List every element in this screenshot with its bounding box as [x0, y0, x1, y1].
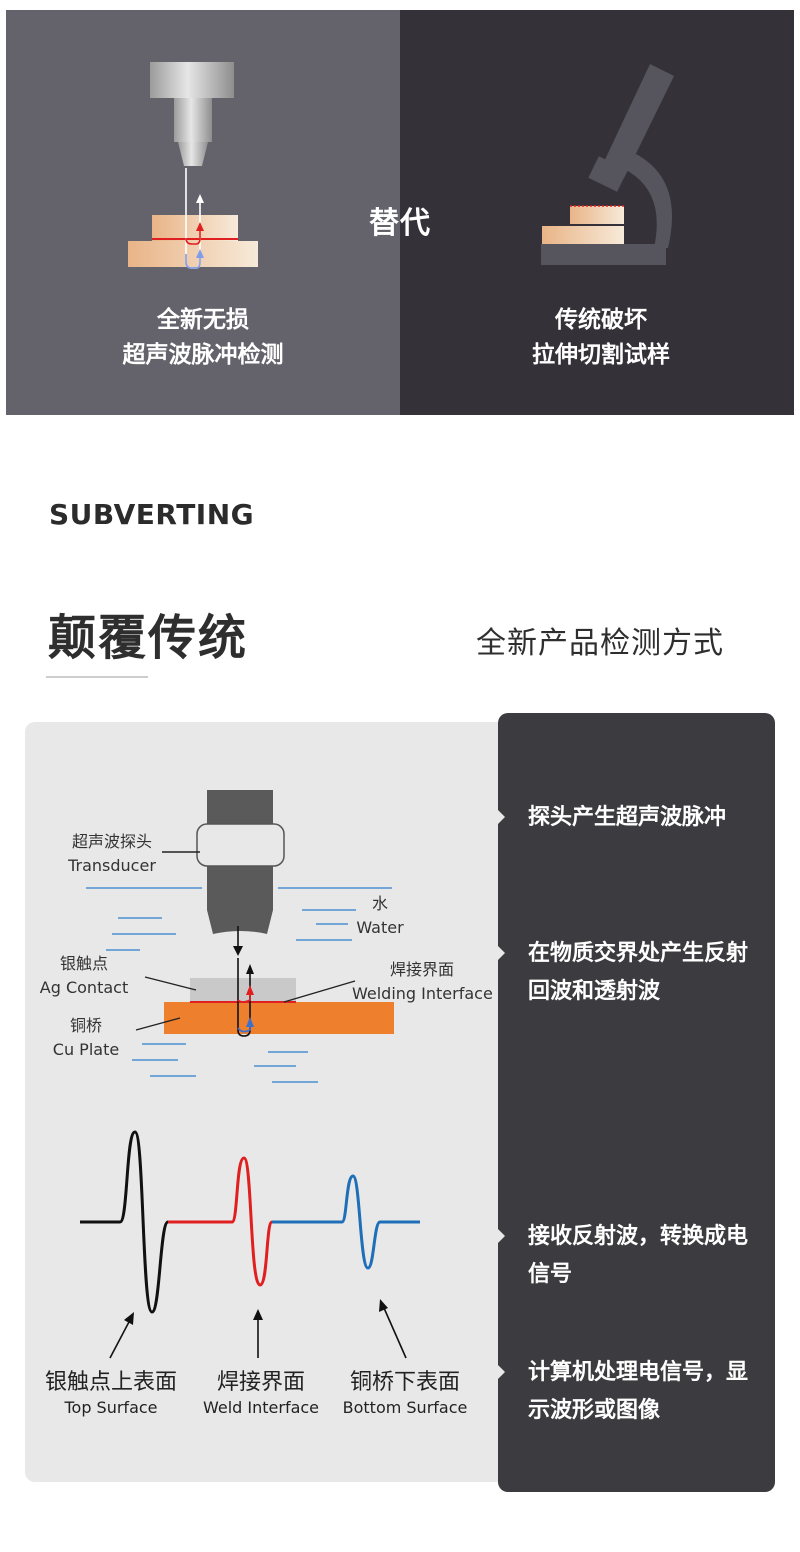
welding-interface-label-cn: 焊接界面: [389, 960, 454, 979]
step-1: 探头产生超声波脉冲: [528, 805, 727, 830]
pointer-arrows: [109, 1299, 407, 1359]
traditional-caption-line1: 传统破坏: [555, 307, 647, 333]
cu-plate-label-cn: 铜桥: [69, 1016, 102, 1035]
comparison-illustrations: [128, 62, 674, 269]
section-subtitle: 全新产品检测方式: [476, 626, 724, 661]
step-2: 在物质交界处产生反射回波和透射波: [528, 941, 749, 1004]
microscope-icon: [541, 64, 674, 265]
water-lines: [86, 887, 392, 1083]
wave-caption-weld-en: Weld Interface: [202, 1398, 320, 1417]
sound-path: [233, 926, 254, 1037]
water-label-en: Water: [356, 918, 404, 937]
ag-contact-label-en: Ag Contact: [39, 978, 129, 997]
section-title: 颠覆传统: [48, 610, 249, 666]
ag-contact-label: 银触点 Ag Contact: [36, 952, 132, 1000]
wave-caption-top-en: Top Surface: [64, 1398, 158, 1417]
step-pointer-1: [498, 810, 505, 824]
comparison-banner: 替代 全新无损 超声波脉冲检测 传统破坏 拉伸切割试样: [6, 10, 794, 415]
ultrasonic-caption-line1: 全新无损: [157, 307, 249, 333]
wave-caption-bottom-cn: 铜桥下表面: [349, 1370, 460, 1395]
ultrasonic-caption: 全新无损 超声波脉冲检测: [53, 303, 353, 373]
steps-panel: [498, 713, 775, 1492]
wave-bottom-surface: [272, 1174, 420, 1270]
welding-interface-label: 焊接界面 Welding Interface: [352, 958, 493, 1006]
cu-plate-label: 铜桥 Cu Plate: [46, 1014, 126, 1062]
transducer: [196, 790, 285, 934]
wave-caption-bottom-en: Bottom Surface: [342, 1398, 468, 1417]
water-label-cn: 水: [371, 894, 388, 913]
step-pointer-3: [498, 1229, 505, 1243]
wave-weld-interface: [168, 1156, 274, 1287]
transducer-label-cn: 超声波探头: [71, 832, 152, 851]
traditional-caption: 传统破坏 拉伸切割试样: [451, 303, 751, 373]
transducer-label: 超声波探头 Transducer: [62, 830, 162, 878]
waveforms: [80, 1130, 420, 1314]
specimen: [164, 978, 394, 1034]
ultrasonic-caption-line2: 超声波脉冲检测: [122, 342, 284, 368]
water-label: 水 Water: [350, 892, 410, 940]
wave-caption-weld-cn: 焊接界面: [216, 1370, 305, 1395]
step-4: 计算机处理电信号，显示波形或图像: [528, 1360, 749, 1423]
step-3: 接收反射波，转换成电信号: [528, 1224, 749, 1287]
ag-contact-label-cn: 银触点: [59, 954, 108, 973]
wave-caption-top-cn: 银触点上表面: [44, 1370, 177, 1395]
transducer-label-en: Transducer: [68, 856, 156, 875]
wave-top-surface: [80, 1130, 170, 1314]
title-divider: [46, 676, 148, 678]
step-pointer-2: [498, 946, 505, 960]
cu-plate-label-en: Cu Plate: [52, 1040, 120, 1059]
step-pointer-4: [498, 1365, 505, 1379]
traditional-caption-line2: 拉伸切割试样: [532, 342, 670, 368]
section-eyebrow: SUBVERTING: [49, 498, 255, 531]
replace-label: 替代: [369, 206, 431, 241]
welding-interface-label-en: Welding Interface: [352, 984, 493, 1003]
leader-lines: [135, 851, 356, 1031]
ultrasonic-probe-icon: [128, 62, 258, 269]
